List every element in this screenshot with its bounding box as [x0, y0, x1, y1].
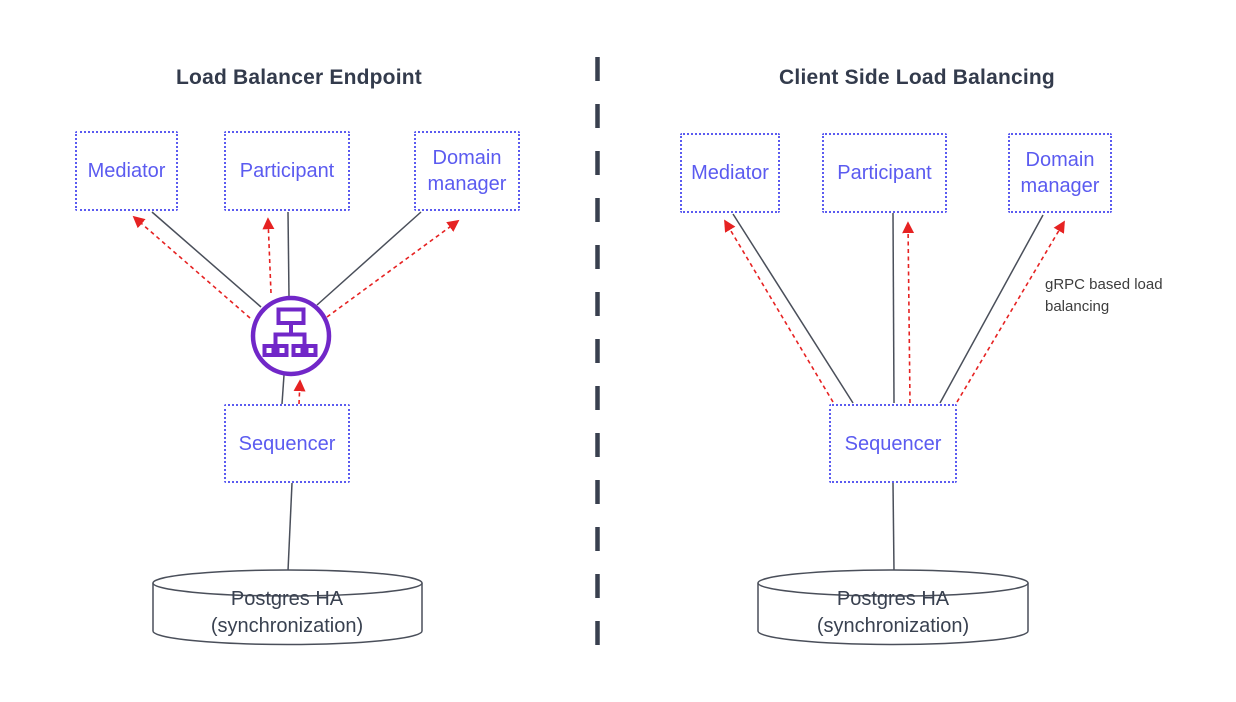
connector-lb-to-domain-manager — [316, 211, 422, 306]
node-label: Domain manager — [427, 147, 507, 195]
left-solid-connectors — [151, 211, 422, 572]
database-cylinder-right — [757, 569, 1029, 646]
database-cylinder-left — [152, 569, 423, 646]
node-sequencer-right: Sequencer — [829, 404, 957, 483]
connector-lb-to-mediator — [151, 211, 262, 308]
database-label-left: Postgres HA (synchronization) — [210, 588, 364, 637]
connector-sequencer-to-database — [892, 482, 895, 572]
node-label: Participant — [239, 160, 335, 182]
left-red-dashed-arrows — [132, 215, 460, 405]
node-label: Participant — [837, 162, 932, 184]
node-label: Mediator — [691, 162, 769, 184]
right-solid-connectors — [732, 212, 1044, 572]
node-label: Domain manager — [1020, 149, 1100, 197]
connector-lb-to-participant — [287, 211, 290, 298]
connector-seq-to-mediator — [732, 213, 854, 404]
grpc-annotation: gRPC based load balancing — [1045, 276, 1163, 315]
node-participant-right: Participant — [822, 133, 947, 213]
node-mediator-left: Mediator — [75, 131, 178, 211]
connector-sequencer-to-database — [287, 482, 293, 572]
node-domain-manager-left: Domain manager — [414, 131, 520, 211]
red-arrow-to-domain-manager — [326, 219, 460, 318]
node-domain-manager-right: Domain manager — [1008, 133, 1112, 213]
connector-lb-to-sequencer — [281, 374, 285, 405]
red-arrow-to-domain-manager — [956, 220, 1065, 403]
connector-seq-to-domain-manager — [939, 214, 1044, 404]
node-label: Mediator — [87, 160, 166, 182]
red-arrow-to-mediator — [724, 219, 834, 403]
right-panel-title: Client Side Load Balancing — [779, 66, 1055, 89]
red-arrow-to-mediator — [132, 215, 251, 319]
load-balancer-icon — [250, 295, 332, 377]
red-arrow-sequencer-to-lb — [293, 379, 306, 405]
left-panel-title: Load Balancer Endpoint — [176, 66, 422, 89]
red-arrow-to-participant — [902, 221, 915, 404]
database-label-right: Postgres HA (synchronization) — [816, 588, 970, 637]
node-participant-left: Participant — [224, 131, 350, 211]
node-mediator-right: Mediator — [680, 133, 780, 213]
connector-seq-to-participant — [892, 212, 895, 404]
network-hierarchy-glyph — [262, 307, 318, 357]
node-label: Sequencer — [238, 432, 336, 455]
node-sequencer-left: Sequencer — [224, 404, 350, 483]
red-arrow-to-participant — [262, 217, 275, 294]
node-label: Sequencer — [844, 432, 942, 455]
right-red-dashed-arrows — [724, 219, 1065, 404]
